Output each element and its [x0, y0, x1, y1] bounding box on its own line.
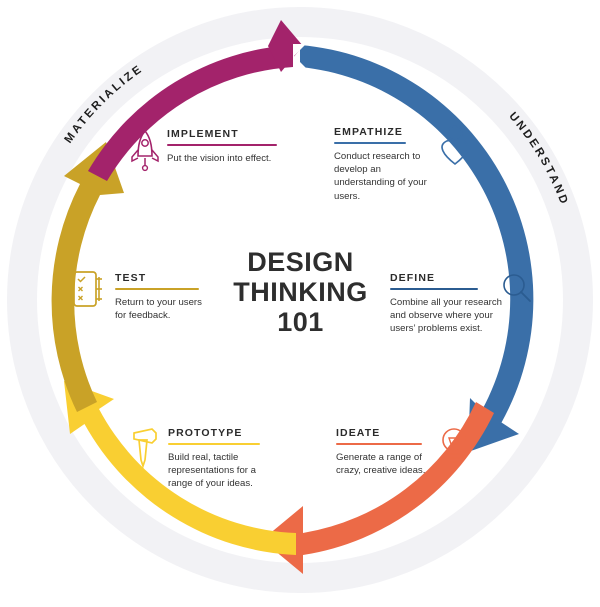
stage-implement-rule	[167, 144, 277, 146]
stage-define-rule	[390, 288, 478, 290]
person-heart-icon	[436, 124, 474, 173]
stage-prototype: PROTOTYPE Build real, tactile representa…	[168, 427, 272, 491]
stage-prototype-rule	[168, 443, 260, 445]
stage-prototype-title: PROTOTYPE	[168, 427, 243, 439]
stage-empathize-title: EMPATHIZE	[334, 126, 404, 138]
center-title: DESIGN THINKING 101	[218, 247, 383, 337]
ring-label-understand: UNDERSTAND	[506, 110, 570, 207]
lightbulb-icon	[437, 425, 471, 470]
center-title-line2: THINKING	[233, 277, 368, 307]
stage-test-body: Return to your users for feedback.	[115, 296, 202, 321]
segment-magenta-materialize	[88, 20, 303, 181]
checklist-icon	[68, 268, 106, 317]
stage-implement-body: Put the vision into effect.	[167, 152, 272, 164]
stage-define: DEFINE Combine all your research and obs…	[390, 272, 502, 336]
stage-implement-title: IMPLEMENT	[167, 128, 239, 140]
stage-test-title: TEST	[115, 272, 147, 284]
center-title-line3: 101	[277, 307, 324, 337]
stage-ideate-title: IDEATE	[336, 427, 381, 439]
outer-ring	[7, 7, 593, 593]
stage-prototype-body: Build real, tactile representations for …	[168, 451, 256, 490]
stage-empathize-rule	[334, 142, 406, 144]
segment-blue-understand	[300, 45, 534, 452]
stage-define-body: Combine all your research and observe wh…	[390, 296, 502, 335]
stage-empathize-body: Conduct research to develop an understan…	[334, 150, 427, 202]
stage-ideate-rule	[336, 443, 422, 445]
stage-test-rule	[115, 288, 199, 290]
stage-implement: IMPLEMENT Put the vision into effect.	[167, 128, 297, 165]
segment-gold-materialize	[51, 142, 124, 412]
segment-orange-explore	[262, 402, 494, 574]
stage-test: TEST Return to your users for feedback.	[115, 272, 215, 322]
center-title-line1: DESIGN	[247, 247, 354, 277]
rocket-icon	[128, 128, 162, 177]
stage-define-title: DEFINE	[390, 272, 436, 284]
hammer-icon	[128, 424, 162, 475]
notch-top	[293, 44, 306, 68]
stage-ideate-body: Generate a range of crazy, creative idea…	[336, 451, 426, 476]
stage-ideate: IDEATE Generate a range of crazy, creati…	[336, 427, 436, 477]
magnifier-icon	[500, 272, 534, 311]
stage-empathize: EMPATHIZE Conduct research to develop an…	[334, 126, 430, 203]
